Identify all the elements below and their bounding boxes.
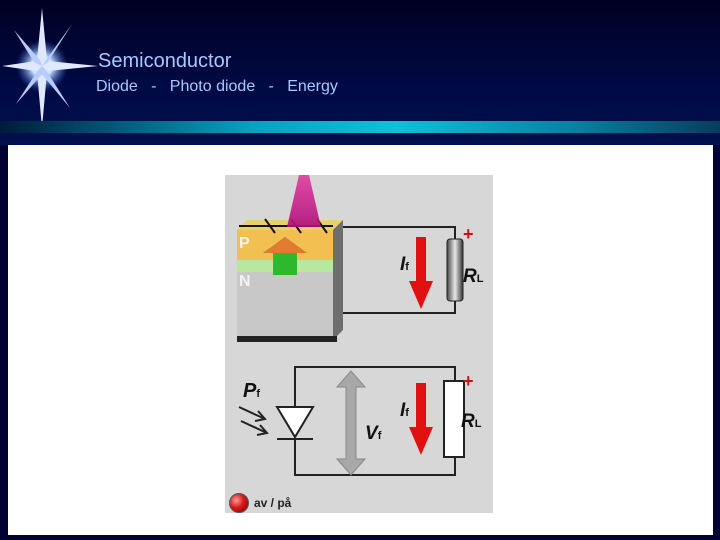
- current-symbol: I: [400, 400, 406, 421]
- load-resistor-top: [446, 238, 464, 302]
- load-symbol: R: [461, 411, 475, 432]
- voltage-label: Vf: [365, 423, 381, 445]
- power-subscript: f: [256, 388, 261, 400]
- p-layer-label: P: [239, 235, 250, 252]
- current-label-top: If: [400, 254, 409, 276]
- current-subscript: f: [405, 261, 409, 273]
- header-accent-bar: [0, 121, 720, 133]
- photodiode-illustration: [237, 175, 465, 476]
- photodiode-symbol: [238, 406, 315, 440]
- load-subscript: L: [476, 273, 484, 285]
- slide-subtitle: Diode - Photo diode - Energy: [96, 78, 338, 95]
- load-label-top: RL: [463, 266, 483, 288]
- voltage-subscript: f: [377, 430, 382, 442]
- toggle-label[interactable]: av / på: [254, 496, 292, 510]
- bottom-circuit-wires: [294, 366, 456, 476]
- current-subscript: f: [405, 407, 409, 419]
- slide-header: Semiconductor Diode - Photo diode - Ener…: [0, 0, 720, 145]
- load-label-bottom: RL: [461, 411, 481, 433]
- current-arrow-top: [409, 237, 433, 309]
- voltage-symbol: V: [365, 423, 378, 444]
- plus-sign-bottom: +: [463, 371, 474, 391]
- on-off-toggle-button[interactable]: av / på: [229, 493, 291, 513]
- current-arrow-bottom: [409, 383, 433, 455]
- star-decoration-icon: [2, 8, 98, 128]
- n-layer-label: N: [239, 273, 251, 290]
- current-label-bottom: If: [400, 400, 409, 422]
- slide-title: Semiconductor: [98, 50, 232, 72]
- current-symbol: I: [400, 254, 406, 275]
- red-button-icon[interactable]: [229, 493, 249, 513]
- power-label: Pf: [243, 380, 260, 403]
- load-resistor-bottom: [443, 380, 465, 458]
- voltage-arrow: [335, 370, 367, 476]
- top-circuit-wires: [343, 226, 456, 314]
- load-symbol: R: [463, 266, 477, 287]
- power-symbol: P: [243, 380, 257, 402]
- plus-sign-top: +: [463, 224, 474, 244]
- photodiode-diagram: P N If RL + Pf Vf If RL + av / på: [225, 175, 493, 513]
- light-beam: [287, 175, 321, 227]
- load-subscript: L: [474, 418, 482, 430]
- semiconductor-block: [237, 218, 343, 342]
